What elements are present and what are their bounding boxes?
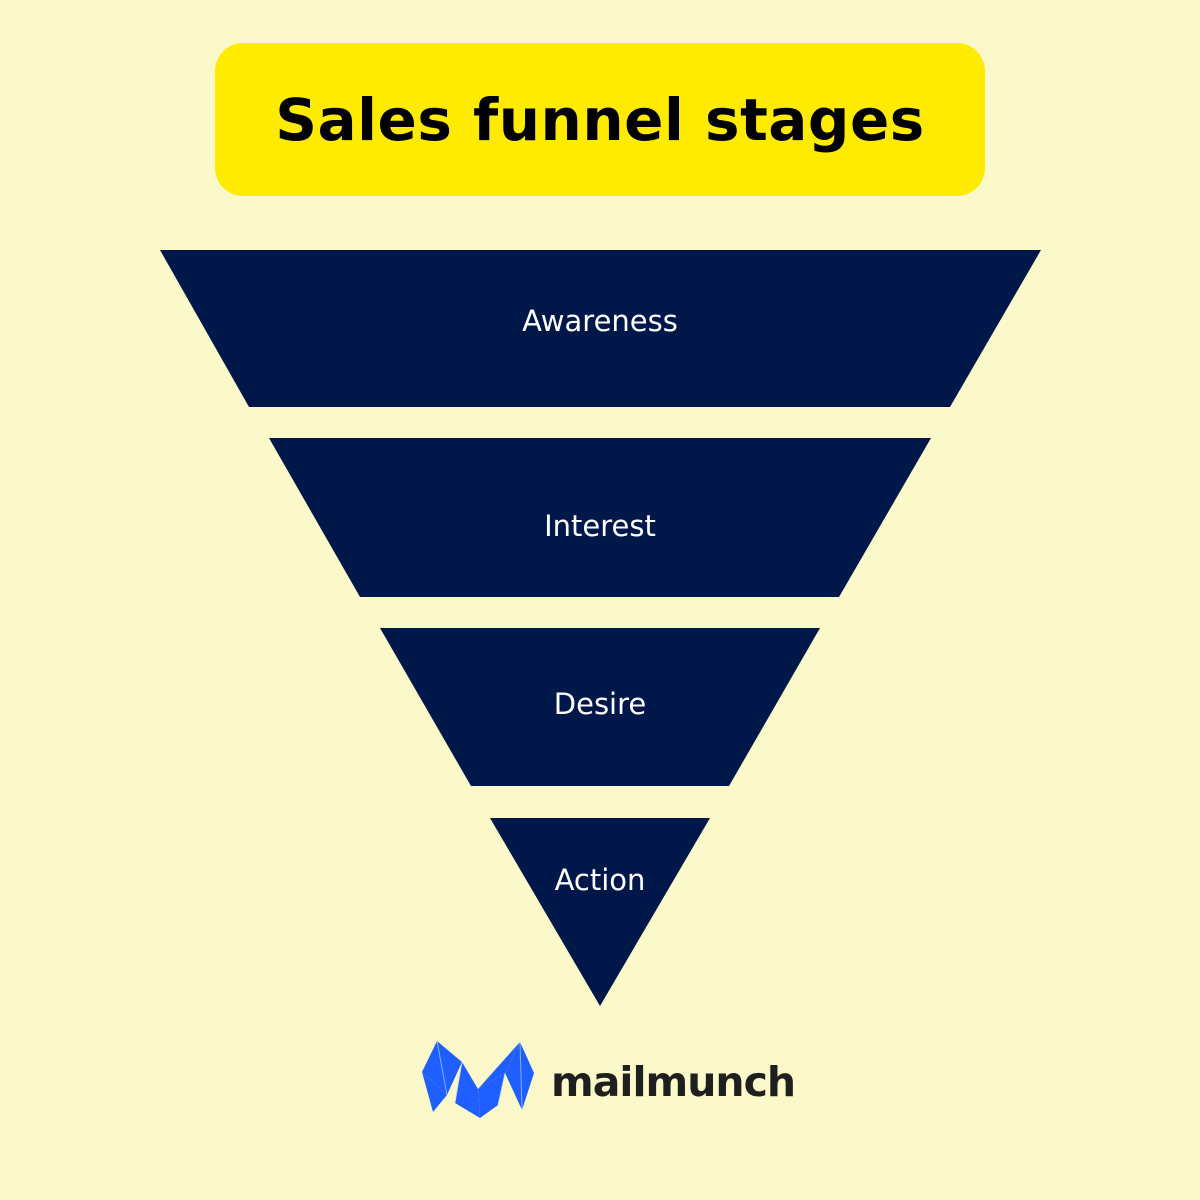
funnel-stage-label: Awareness <box>522 304 678 338</box>
brand-logo: mailmunch <box>422 1040 796 1118</box>
funnel-stage-action: Action <box>490 818 710 1006</box>
funnel-stage-label: Action <box>555 863 646 897</box>
funnel-stage-shape <box>160 250 1041 407</box>
funnel-stage-shape <box>269 438 931 597</box>
funnel-stage-label: Desire <box>554 687 646 721</box>
funnel-stage-label: Interest <box>544 509 656 543</box>
page-title: Sales funnel stages <box>275 85 925 154</box>
mailmunch-m-logo-icon <box>422 1040 534 1118</box>
funnel-stage-shape <box>490 818 710 1006</box>
funnel-stage-desire: Desire <box>380 628 820 786</box>
title-banner: Sales funnel stages <box>215 43 985 196</box>
funnel-stage-interest: Interest <box>269 438 931 597</box>
brand-name: mailmunch <box>551 1058 795 1106</box>
funnel-stage-shape <box>380 628 820 786</box>
funnel-stage-awareness: Awareness <box>160 250 1041 407</box>
